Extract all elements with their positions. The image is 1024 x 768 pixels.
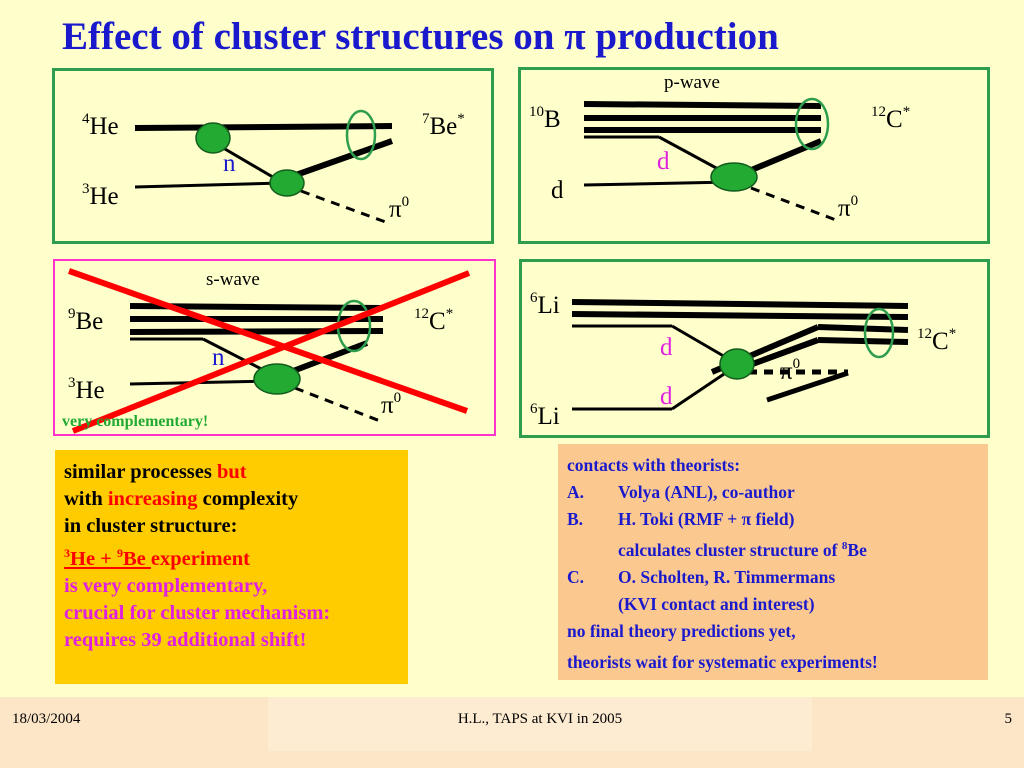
particle-label: 6Li bbox=[530, 401, 560, 430]
particle-label: 10B bbox=[529, 104, 561, 133]
note-line: theorists wait for systematic experiment… bbox=[567, 651, 878, 672]
exchange-label: n bbox=[223, 150, 236, 177]
summary-box: similar processes but with increasing co… bbox=[55, 450, 408, 684]
vertex-node bbox=[710, 162, 758, 192]
slide-title: Effect of cluster structures on π produc… bbox=[62, 15, 779, 58]
complementary-note: very complementary! bbox=[62, 413, 209, 430]
highlight-ellipse bbox=[863, 307, 895, 359]
cross-out-line bbox=[68, 268, 468, 414]
theorists-heading: contacts with theorists: bbox=[567, 455, 741, 475]
pion-label: π0 bbox=[389, 194, 410, 223]
particle-label: 4He bbox=[82, 111, 119, 140]
highlight-ellipse bbox=[794, 97, 830, 151]
diagram-panel-1: 4He 3He n 7Be* π0 bbox=[52, 68, 494, 244]
vertex-node bbox=[719, 348, 755, 380]
exchange-label: d bbox=[660, 334, 673, 361]
particle-label: 7Be* bbox=[422, 111, 465, 140]
summary-line: with increasing complexity bbox=[64, 488, 299, 510]
diagram-panel-2: p-wave 10B d d 12C* π0 bbox=[518, 67, 990, 244]
particle-label: 3He bbox=[82, 181, 119, 210]
vertex-node bbox=[269, 169, 305, 197]
summary-line: similar processes but bbox=[64, 461, 247, 483]
footer-center-bar bbox=[268, 697, 812, 751]
particle-label: 6Li bbox=[530, 290, 560, 319]
diagram-panel-4: 6Li 6Li d d 12C* π0 bbox=[519, 259, 990, 438]
highlight-ellipse bbox=[345, 109, 377, 161]
exchange-label: d bbox=[660, 383, 673, 410]
vertex-node bbox=[253, 363, 301, 395]
particle-label: 12C* bbox=[917, 326, 957, 355]
particle-label: 9Be bbox=[68, 306, 104, 335]
list-item: B.H. Toki (RMF + π field) bbox=[567, 509, 795, 529]
list-item: A.Volya (ANL), co-author bbox=[567, 482, 795, 502]
feynman-diagram-4 bbox=[571, 299, 909, 411]
page-number: 5 bbox=[1004, 711, 1013, 727]
list-item-continuation: (KVI contact and interest) bbox=[618, 593, 815, 614]
particle-label: 12C* bbox=[414, 306, 454, 335]
note-line: no final theory predictions yet, bbox=[567, 620, 796, 641]
wave-label: s-wave bbox=[206, 269, 260, 290]
summary-line: in cluster structure: bbox=[64, 515, 238, 537]
footer-date: 18/03/2004 bbox=[12, 711, 81, 727]
summary-line: requires 39 additional shift! bbox=[64, 628, 307, 651]
feynman-diagram-2 bbox=[583, 97, 837, 222]
pion-label: π0 bbox=[838, 193, 859, 222]
exchange-label: d bbox=[657, 148, 670, 175]
list-item-continuation: calculates cluster structure of 8Be bbox=[618, 539, 867, 560]
particle-label: d bbox=[551, 177, 564, 204]
summary-line: crucial for cluster mechanism: bbox=[64, 601, 331, 624]
particle-label: 12C* bbox=[871, 104, 911, 133]
pion-label: π0 bbox=[780, 356, 801, 385]
vertex-node bbox=[195, 122, 231, 154]
experiment-line: 3He + 9Be experiment bbox=[64, 546, 250, 570]
feynman-diagram-1 bbox=[134, 109, 393, 226]
theorists-box: contacts with theorists: A.Volya (ANL), … bbox=[558, 444, 988, 680]
wave-label: p-wave bbox=[664, 72, 720, 93]
particle-label: 3He bbox=[68, 375, 105, 404]
cross-out-line bbox=[71, 270, 471, 434]
diagram-panel-3: s-wave 9Be 3He n 12C* π0 very complement… bbox=[53, 259, 496, 436]
feynman-diagram-3 bbox=[68, 268, 471, 434]
list-item: C.O. Scholten, R. Timmermans bbox=[567, 566, 836, 587]
slide-footer: 18/03/2004 H.L., TAPS at KVI in 2005 5 bbox=[0, 697, 1024, 768]
exchange-label: n bbox=[212, 344, 225, 371]
footer-title: H.L., TAPS at KVI in 2005 bbox=[457, 711, 623, 727]
pion-label: π0 bbox=[381, 390, 402, 419]
summary-line: is very complementary, bbox=[64, 574, 268, 597]
